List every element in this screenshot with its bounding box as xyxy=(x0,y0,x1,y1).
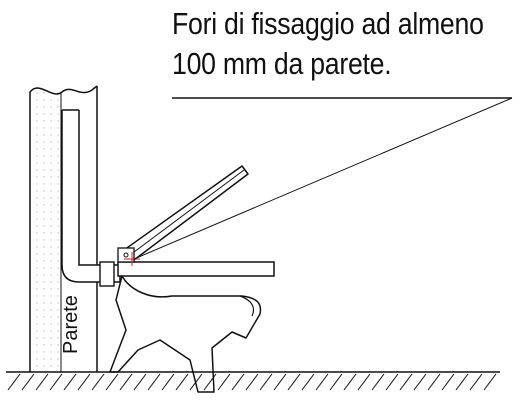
callout-line-1: Fori di fissaggio ad almeno xyxy=(172,6,484,41)
wall xyxy=(29,85,98,372)
fixing-holes-callout: Fori di fissaggio ad almeno 100 mm da pa… xyxy=(172,4,484,84)
callout-leader-lines xyxy=(133,97,513,260)
toilet-seat-lid xyxy=(117,165,249,263)
callout-line-2: 100 mm da parete. xyxy=(172,46,392,81)
floor xyxy=(6,371,500,391)
fixing-hole-marker xyxy=(124,252,140,266)
toilet-bowl xyxy=(109,261,275,393)
wall-label: Parete xyxy=(60,295,82,354)
flush-pipe xyxy=(61,109,121,287)
